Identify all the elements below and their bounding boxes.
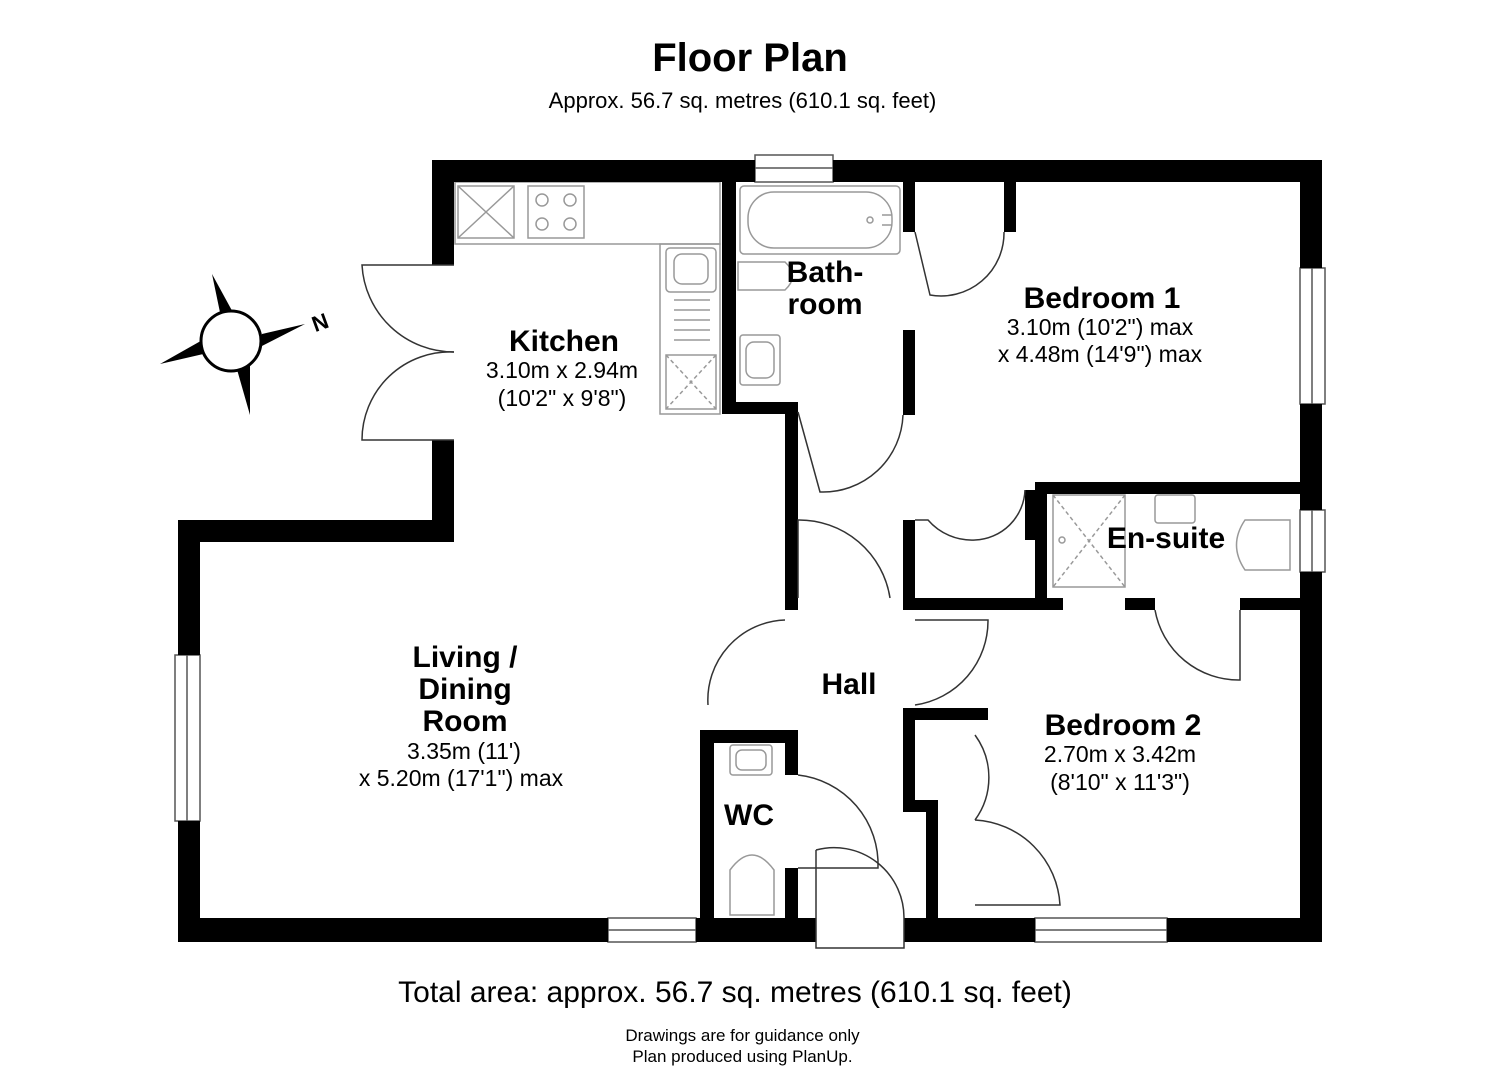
bedroom1-door xyxy=(914,231,1005,297)
toilet-bathroom xyxy=(737,261,794,291)
hall-label: Hall xyxy=(821,668,876,701)
bedroom1-hall-door xyxy=(797,519,891,599)
disclaimer-line-2: Plan produced using PlanUp. xyxy=(632,1047,853,1066)
front-door xyxy=(815,846,905,949)
compass: N xyxy=(160,274,332,415)
ensuite-door xyxy=(1154,609,1241,681)
kitchen-worktop-side xyxy=(659,243,721,415)
ensuite-label: En-suite xyxy=(1107,522,1225,555)
ensuite-basin xyxy=(1154,494,1196,524)
disclaimer-line-1: Drawings are for guidance only xyxy=(625,1026,860,1045)
living-dim2: x 5.20m (17'1") max xyxy=(359,765,564,791)
bathroom-label-1: Bath- xyxy=(787,256,864,289)
bathroom-label-2: room xyxy=(788,288,863,321)
kitchen-appliance xyxy=(457,185,515,239)
kitchen-worktop xyxy=(454,181,721,245)
kitchen-sink xyxy=(665,247,717,293)
compass-circle xyxy=(199,309,263,373)
bedroom1-dim2: x 4.48m (14'9") max xyxy=(998,341,1203,367)
wardrobe-doors xyxy=(974,489,1026,541)
living-label-2: Dining xyxy=(418,673,511,706)
living-door xyxy=(707,619,786,706)
compass-north-label: N xyxy=(308,308,331,337)
wc-door xyxy=(797,774,879,869)
bathroom-basin xyxy=(739,334,781,386)
wc-basin xyxy=(729,744,773,776)
page-title: Floor Plan xyxy=(652,36,848,80)
bedroom2-dim2: (8'10" x 11'3") xyxy=(1050,769,1190,795)
living-label-1: Living / xyxy=(413,641,519,674)
room-labels: Kitchen 3.10m x 2.94m (10'2" x 9'8") Bat… xyxy=(359,256,1225,832)
hall-door-right xyxy=(914,619,989,706)
kitchen-dim1: 3.10m x 2.94m xyxy=(486,357,638,383)
french-door-left xyxy=(361,264,455,353)
kitchen-label: Kitchen xyxy=(509,325,619,358)
bedroom2-dim1: 2.70m x 3.42m xyxy=(1044,741,1196,767)
kitchen-dim2: (10'2" x 9'8") xyxy=(498,385,627,411)
kitchen-appliance-2 xyxy=(665,354,717,410)
doors xyxy=(361,231,1241,949)
total-area: Total area: approx. 56.7 sq. metres (610… xyxy=(398,976,1072,1009)
shower-tray xyxy=(1052,494,1126,588)
bath-tub xyxy=(739,185,901,255)
walls xyxy=(178,160,1322,942)
toilet-ensuite xyxy=(1235,519,1291,571)
wc-toilet xyxy=(729,854,775,916)
page-subtitle: Approx. 56.7 sq. metres (610.1 sq. feet) xyxy=(548,88,937,113)
bedroom1-dim1: 3.10m (10'2") max xyxy=(1007,314,1194,340)
living-label-3: Room xyxy=(423,705,508,738)
wc-label: WC xyxy=(724,799,774,832)
bedroom2-label: Bedroom 2 xyxy=(1045,709,1202,742)
drainer xyxy=(674,299,710,341)
bedroom2-wardrobe xyxy=(974,734,990,821)
bedroom1-label: Bedroom 1 xyxy=(1024,282,1181,315)
kitchen-appliance-cross xyxy=(457,185,515,239)
hob xyxy=(527,185,585,239)
living-dim1: 3.35m (11') xyxy=(407,738,521,764)
bathroom-door xyxy=(797,411,904,493)
